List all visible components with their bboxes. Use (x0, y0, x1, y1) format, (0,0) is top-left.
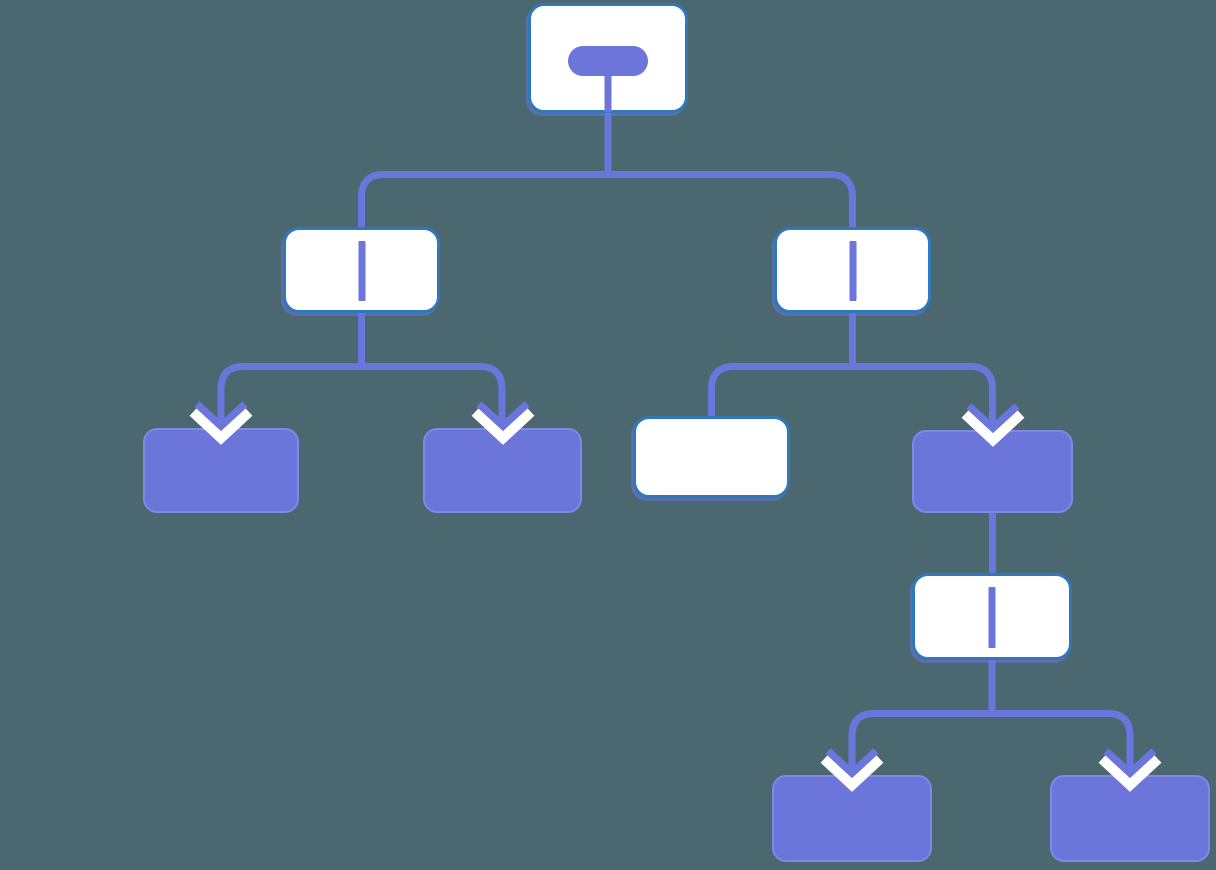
chevron-white-outline (961, 408, 1024, 447)
connector-left-children-bar (217, 363, 506, 432)
vertical-line-icon (358, 241, 365, 301)
chevron-purple-tip (194, 401, 248, 432)
chevron-purple-tip (825, 748, 879, 779)
node-branch-right[interactable] (774, 227, 931, 313)
chevron-white-outline (189, 406, 253, 445)
chevron-purple-tip (475, 401, 530, 432)
pill-stem-icon (604, 76, 612, 112)
vertical-line-icon (849, 241, 856, 301)
chevron-white-outline (820, 753, 884, 792)
node-root[interactable] (528, 3, 688, 113)
chevron-down-arrow-icon (961, 403, 1024, 447)
node-branch-left[interactable] (283, 227, 440, 313)
chevron-purple-tip (965, 403, 1020, 434)
vertical-line-icon (988, 587, 996, 648)
chevron-down-arrow-icon (471, 401, 534, 445)
connector-level1-bar (358, 171, 856, 229)
connector-bottom-children-bar (848, 710, 1134, 779)
chevron-purple-tip (1103, 748, 1157, 779)
node-branch-bottom[interactable] (912, 573, 1072, 660)
chevron-down-arrow-icon (820, 748, 884, 792)
chevron-down-arrow-icon (189, 401, 253, 445)
connector-right-children-bar (708, 363, 996, 434)
chevron-down-arrow-icon (1098, 748, 1162, 792)
chevron-white-outline (471, 406, 534, 445)
node-task-blank[interactable] (633, 416, 790, 498)
chevron-white-outline (1098, 753, 1162, 792)
pill-icon (568, 46, 648, 76)
